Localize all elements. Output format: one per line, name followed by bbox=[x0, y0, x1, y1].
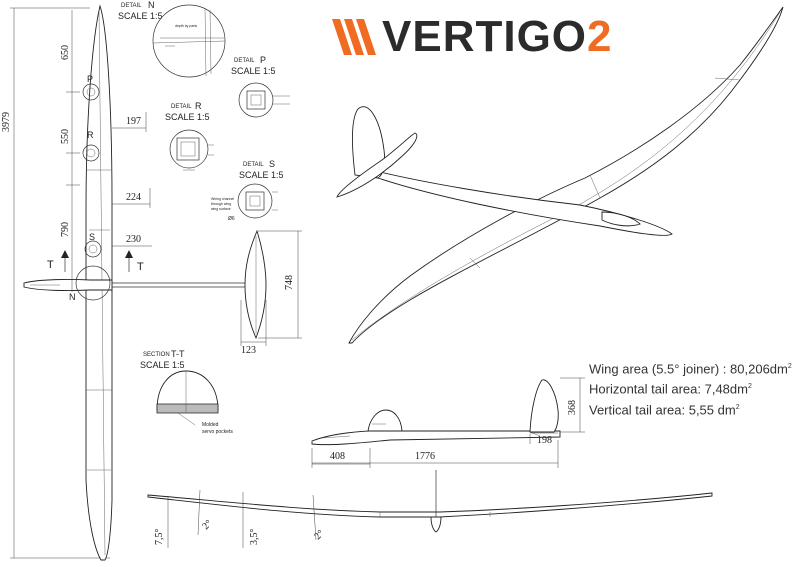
section-tt-scale: SCALE 1:5 bbox=[140, 360, 185, 370]
svg-text:Wiring channel: Wiring channel bbox=[211, 197, 234, 201]
detail-n-prefix: DETAIL bbox=[121, 3, 142, 9]
detail-p-letter: P bbox=[260, 55, 266, 65]
htail-area-line: Horizontal tail area: 7,48dm2 bbox=[589, 378, 792, 398]
side-fuselage bbox=[311, 430, 561, 446]
detail-s: DETAIL S SCALE 1:5 Wiring channel throug… bbox=[211, 159, 284, 222]
detail-s-prefix: DETAIL bbox=[243, 162, 264, 168]
svg-text:depth by parts: depth by parts bbox=[175, 24, 197, 28]
svg-text:Ø6: Ø6 bbox=[228, 216, 235, 222]
detail-n-scale: SCALE 1:5 bbox=[118, 11, 163, 21]
detail-r: DETAIL R SCALE 1:5 bbox=[165, 101, 214, 171]
wing-area-unit: 2 bbox=[787, 363, 792, 370]
side-fin bbox=[529, 379, 559, 433]
section-note-1: Molded bbox=[202, 422, 219, 428]
dim-790: 790 bbox=[60, 222, 71, 237]
perspective-view bbox=[336, 6, 784, 344]
area-specs: Wing area (5.5° joiner) : 80,206dm2 Hori… bbox=[589, 358, 792, 419]
section-tt-prefix: SECTION bbox=[143, 352, 170, 358]
section-note-2: servo pockets bbox=[202, 429, 233, 435]
dim-368: 368 bbox=[567, 400, 578, 415]
section-t-right: T bbox=[137, 261, 144, 273]
vtail-area-line: Vertical tail area: 5,55 dm2 bbox=[589, 399, 792, 419]
dim-197: 197 bbox=[126, 116, 141, 127]
logo-stripes-icon bbox=[332, 19, 376, 55]
detail-p: DETAIL P SCALE 1:5 bbox=[231, 55, 290, 118]
detail-r-prefix: DETAIL bbox=[171, 104, 192, 110]
dim-230: 230 bbox=[126, 234, 141, 245]
vertigo-logo: VERTIGO2 bbox=[330, 14, 613, 60]
angle-2-left: 2° bbox=[200, 518, 214, 532]
svg-text:wing surface: wing surface bbox=[211, 207, 231, 211]
dim-123: 123 bbox=[241, 345, 256, 356]
section-tt: SECTION T-T SCALE 1:5 Molded servo pocke… bbox=[140, 349, 233, 435]
dim-1776: 1776 bbox=[415, 451, 435, 462]
vtail-area-text: Vertical tail area: 5,55 dm bbox=[589, 401, 736, 417]
htail-dims: 748 123 bbox=[240, 230, 302, 356]
wing-area-line: Wing area (5.5° joiner) : 80,206dm2 bbox=[589, 358, 792, 378]
overall-length-dim: 3979 bbox=[1, 112, 12, 132]
dim-408: 408 bbox=[330, 451, 345, 462]
marker-r: R bbox=[87, 130, 94, 140]
dim-650: 650 bbox=[60, 45, 71, 60]
dim-748: 748 bbox=[284, 275, 295, 290]
dim-550: 550 bbox=[60, 129, 71, 144]
dim-198: 198 bbox=[537, 435, 552, 446]
angle-7-5: 7,5° bbox=[154, 529, 165, 546]
front-wing bbox=[147, 492, 713, 518]
htail-area-text: Horizontal tail area: 7,48dm bbox=[589, 381, 748, 397]
logo-main-text: VERTIGO bbox=[382, 12, 588, 61]
htail-area-unit: 2 bbox=[747, 383, 752, 391]
fuselage-top-outline bbox=[23, 278, 113, 292]
perspective-wing bbox=[348, 6, 784, 344]
marker-n: N bbox=[69, 292, 76, 302]
detail-p-scale: SCALE 1:5 bbox=[231, 66, 276, 76]
side-view: 408 1776 198 368 bbox=[311, 377, 585, 468]
marker-s: S bbox=[89, 232, 95, 242]
marker-p: P bbox=[87, 74, 93, 84]
detail-n-letter: N bbox=[148, 0, 155, 10]
detail-r-scale: SCALE 1:5 bbox=[165, 112, 210, 122]
angle-2-right: 2° bbox=[312, 528, 326, 542]
detail-p-prefix: DETAIL bbox=[234, 58, 255, 64]
svg-text:through wing: through wing bbox=[211, 202, 231, 206]
detail-n: DETAIL N SCALE 1:5 depth by parts bbox=[118, 0, 226, 78]
vtail-area-unit: 2 bbox=[735, 403, 740, 411]
detail-s-scale: SCALE 1:5 bbox=[239, 170, 284, 180]
wing-area-text: Wing area (5.5° joiner) : 80,206dm bbox=[589, 361, 788, 377]
top-view: 3979 P R S N T T bbox=[1, 4, 267, 561]
dim-224: 224 bbox=[126, 192, 141, 203]
angle-3-5: 3,5° bbox=[249, 529, 260, 546]
front-view: 7,5° 2° 3,5° 2° bbox=[147, 470, 713, 548]
section-t-left: T bbox=[47, 259, 54, 271]
perspective-htail bbox=[336, 132, 418, 198]
detail-r-letter: R bbox=[195, 101, 202, 111]
section-tt-letter: T-T bbox=[171, 349, 185, 359]
detail-s-letter: S bbox=[269, 159, 275, 169]
perspective-fuselage bbox=[371, 169, 673, 236]
htail-top-outline bbox=[244, 229, 267, 340]
logo-accent-text: 2 bbox=[587, 12, 613, 61]
